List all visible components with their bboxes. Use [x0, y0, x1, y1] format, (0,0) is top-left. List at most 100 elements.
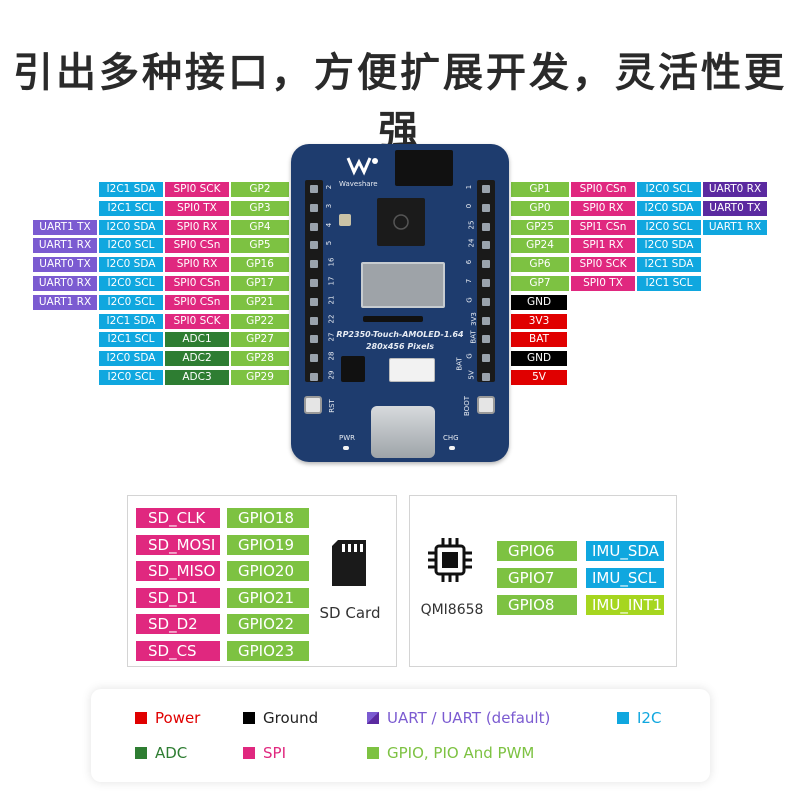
legend-adc: ADC	[135, 744, 187, 762]
pin-label-i2c: I2C1 SDA	[99, 313, 163, 329]
header-pin-number: 1	[465, 184, 474, 190]
pin-label-gp: GP16	[231, 257, 289, 273]
pin-label-spi: SPI0 CSn	[165, 238, 229, 254]
sd-signal-tag: SD_CS	[136, 640, 220, 661]
pin-label-i2c: I2C0 SCL	[99, 294, 163, 310]
header-pin-number: 17	[327, 276, 336, 286]
legend-uart-label: UART / UART (default)	[387, 709, 551, 727]
legend-ground-swatch	[243, 712, 255, 724]
brand-text: Waveshare	[339, 180, 378, 188]
right-pin-row: GND	[511, 294, 567, 310]
header-pin-hole	[482, 260, 490, 269]
header-pin-hole	[482, 185, 490, 193]
silk-chg: CHG	[443, 434, 459, 442]
legend-spi-swatch	[243, 747, 255, 759]
pin-label-adc: ADC3	[165, 370, 229, 385]
pin-label-gp: GP25	[511, 219, 569, 235]
pin-label-spi: SPI0 RX	[165, 219, 229, 235]
header-pin-number: 3	[325, 203, 334, 209]
imu-signal-tag: IMU_SDA	[586, 541, 664, 561]
pin-label-spi: SPI0 CSn	[165, 294, 229, 310]
mcu-chip	[377, 198, 425, 246]
imu-gpio-tag: GPIO8	[497, 595, 577, 615]
header-pin-hole	[310, 354, 318, 363]
pin-label-gp: GP22	[231, 313, 289, 329]
pin-label-gp: GP27	[231, 332, 289, 348]
sd-signal-tag: SD_D1	[136, 587, 220, 608]
pin-label-gp: GP1	[511, 182, 569, 197]
pin-label-spi: SPI0 RX	[165, 257, 229, 273]
header-pin-hole	[482, 222, 490, 231]
chg-led	[449, 446, 455, 450]
legend-adc-label: ADC	[155, 744, 188, 762]
sd-gpio-tag: GPIO20	[227, 561, 309, 581]
pin-label-gp: GP29	[231, 370, 289, 385]
header-pin-hole	[482, 297, 490, 306]
pin-label-gp: GP24	[511, 238, 569, 254]
pin-label-i2c: I2C1 SDA	[637, 257, 701, 273]
pin-label-gp: GP0	[511, 200, 569, 216]
silk-bat: BAT	[455, 357, 464, 371]
legend-spi-label: SPI	[263, 744, 286, 762]
pin-label-uart: UART1 RX	[33, 294, 97, 310]
header-pin-number: 6	[465, 259, 474, 265]
pin-label-i2c: I2C1 SCL	[99, 332, 163, 348]
sd-card-caption: SD Card	[319, 604, 381, 622]
right-pin-row: BAT	[511, 332, 567, 348]
battery-connector	[389, 358, 435, 382]
sd-gpio-tag: GPIO19	[227, 534, 309, 555]
header-pin-hole	[310, 373, 318, 381]
pin-label-spi: SPI0 CSn	[571, 182, 635, 197]
legend-uart-swatch	[367, 712, 379, 724]
pin-label-gp: GP5	[231, 238, 289, 254]
pin-label-adc: ADC2	[165, 351, 229, 367]
header-pin-number: 7	[465, 278, 474, 284]
legend-power: Power	[135, 709, 200, 727]
header-pin-number: 5V	[467, 370, 476, 380]
pin-label-i2c: I2C0 SCL	[99, 370, 163, 385]
imu-gpio-tag: GPIO6	[497, 541, 577, 561]
legend-gpio-label: GPIO, PIO And PWM	[387, 744, 535, 762]
header-pin-number: 5	[325, 241, 334, 246]
sd-signal-tag: SD_MISO	[136, 561, 220, 581]
header-pin-hole	[482, 203, 490, 212]
sd-signal-tag: SD_CLK	[136, 508, 220, 528]
pin-label-gp: GP28	[231, 351, 289, 367]
pin-label-i2c: I2C1 SCL	[637, 276, 701, 291]
pin-label-power: BAT	[511, 332, 567, 348]
flash-chip	[395, 150, 453, 186]
header-pin-hole	[310, 297, 318, 306]
pin-label-spi: SPI1 CSn	[571, 219, 635, 235]
header-pin-hole	[482, 241, 490, 250]
header-pin-hole	[310, 222, 318, 231]
header-pin-number: 2	[325, 184, 334, 190]
left-pin-header	[305, 180, 323, 382]
waveshare-logo	[346, 154, 380, 176]
header-pin-hole	[310, 335, 318, 344]
header-pin-number: 21	[327, 295, 336, 305]
imu-signal-tag: IMU_SCL	[586, 568, 664, 588]
pin-label-uart: UART0 RX	[33, 276, 97, 291]
pin-label-spi: SPI0 RX	[571, 200, 635, 216]
header-pin-number: 0	[465, 203, 474, 209]
pin-label-spi: SPI1 RX	[571, 238, 635, 254]
sd-signal-tag: SD_MOSI	[136, 534, 220, 555]
pwr-led	[343, 446, 349, 450]
pin-label-i2c: I2C0 SDA	[637, 238, 701, 254]
right-pin-row: 5V	[511, 370, 567, 385]
pin-label-i2c: I2C0 SDA	[637, 200, 701, 216]
pin-label-gp: GP17	[231, 276, 289, 291]
pin-label-gp: GP7	[511, 276, 569, 291]
header-pin-hole	[482, 354, 490, 363]
header-pin-number: 4	[325, 222, 334, 227]
pin-label-i2c: I2C0 SDA	[99, 219, 163, 235]
pin-label-adc: ADC1	[165, 332, 229, 348]
sd-gpio-tag: GPIO21	[227, 587, 309, 608]
